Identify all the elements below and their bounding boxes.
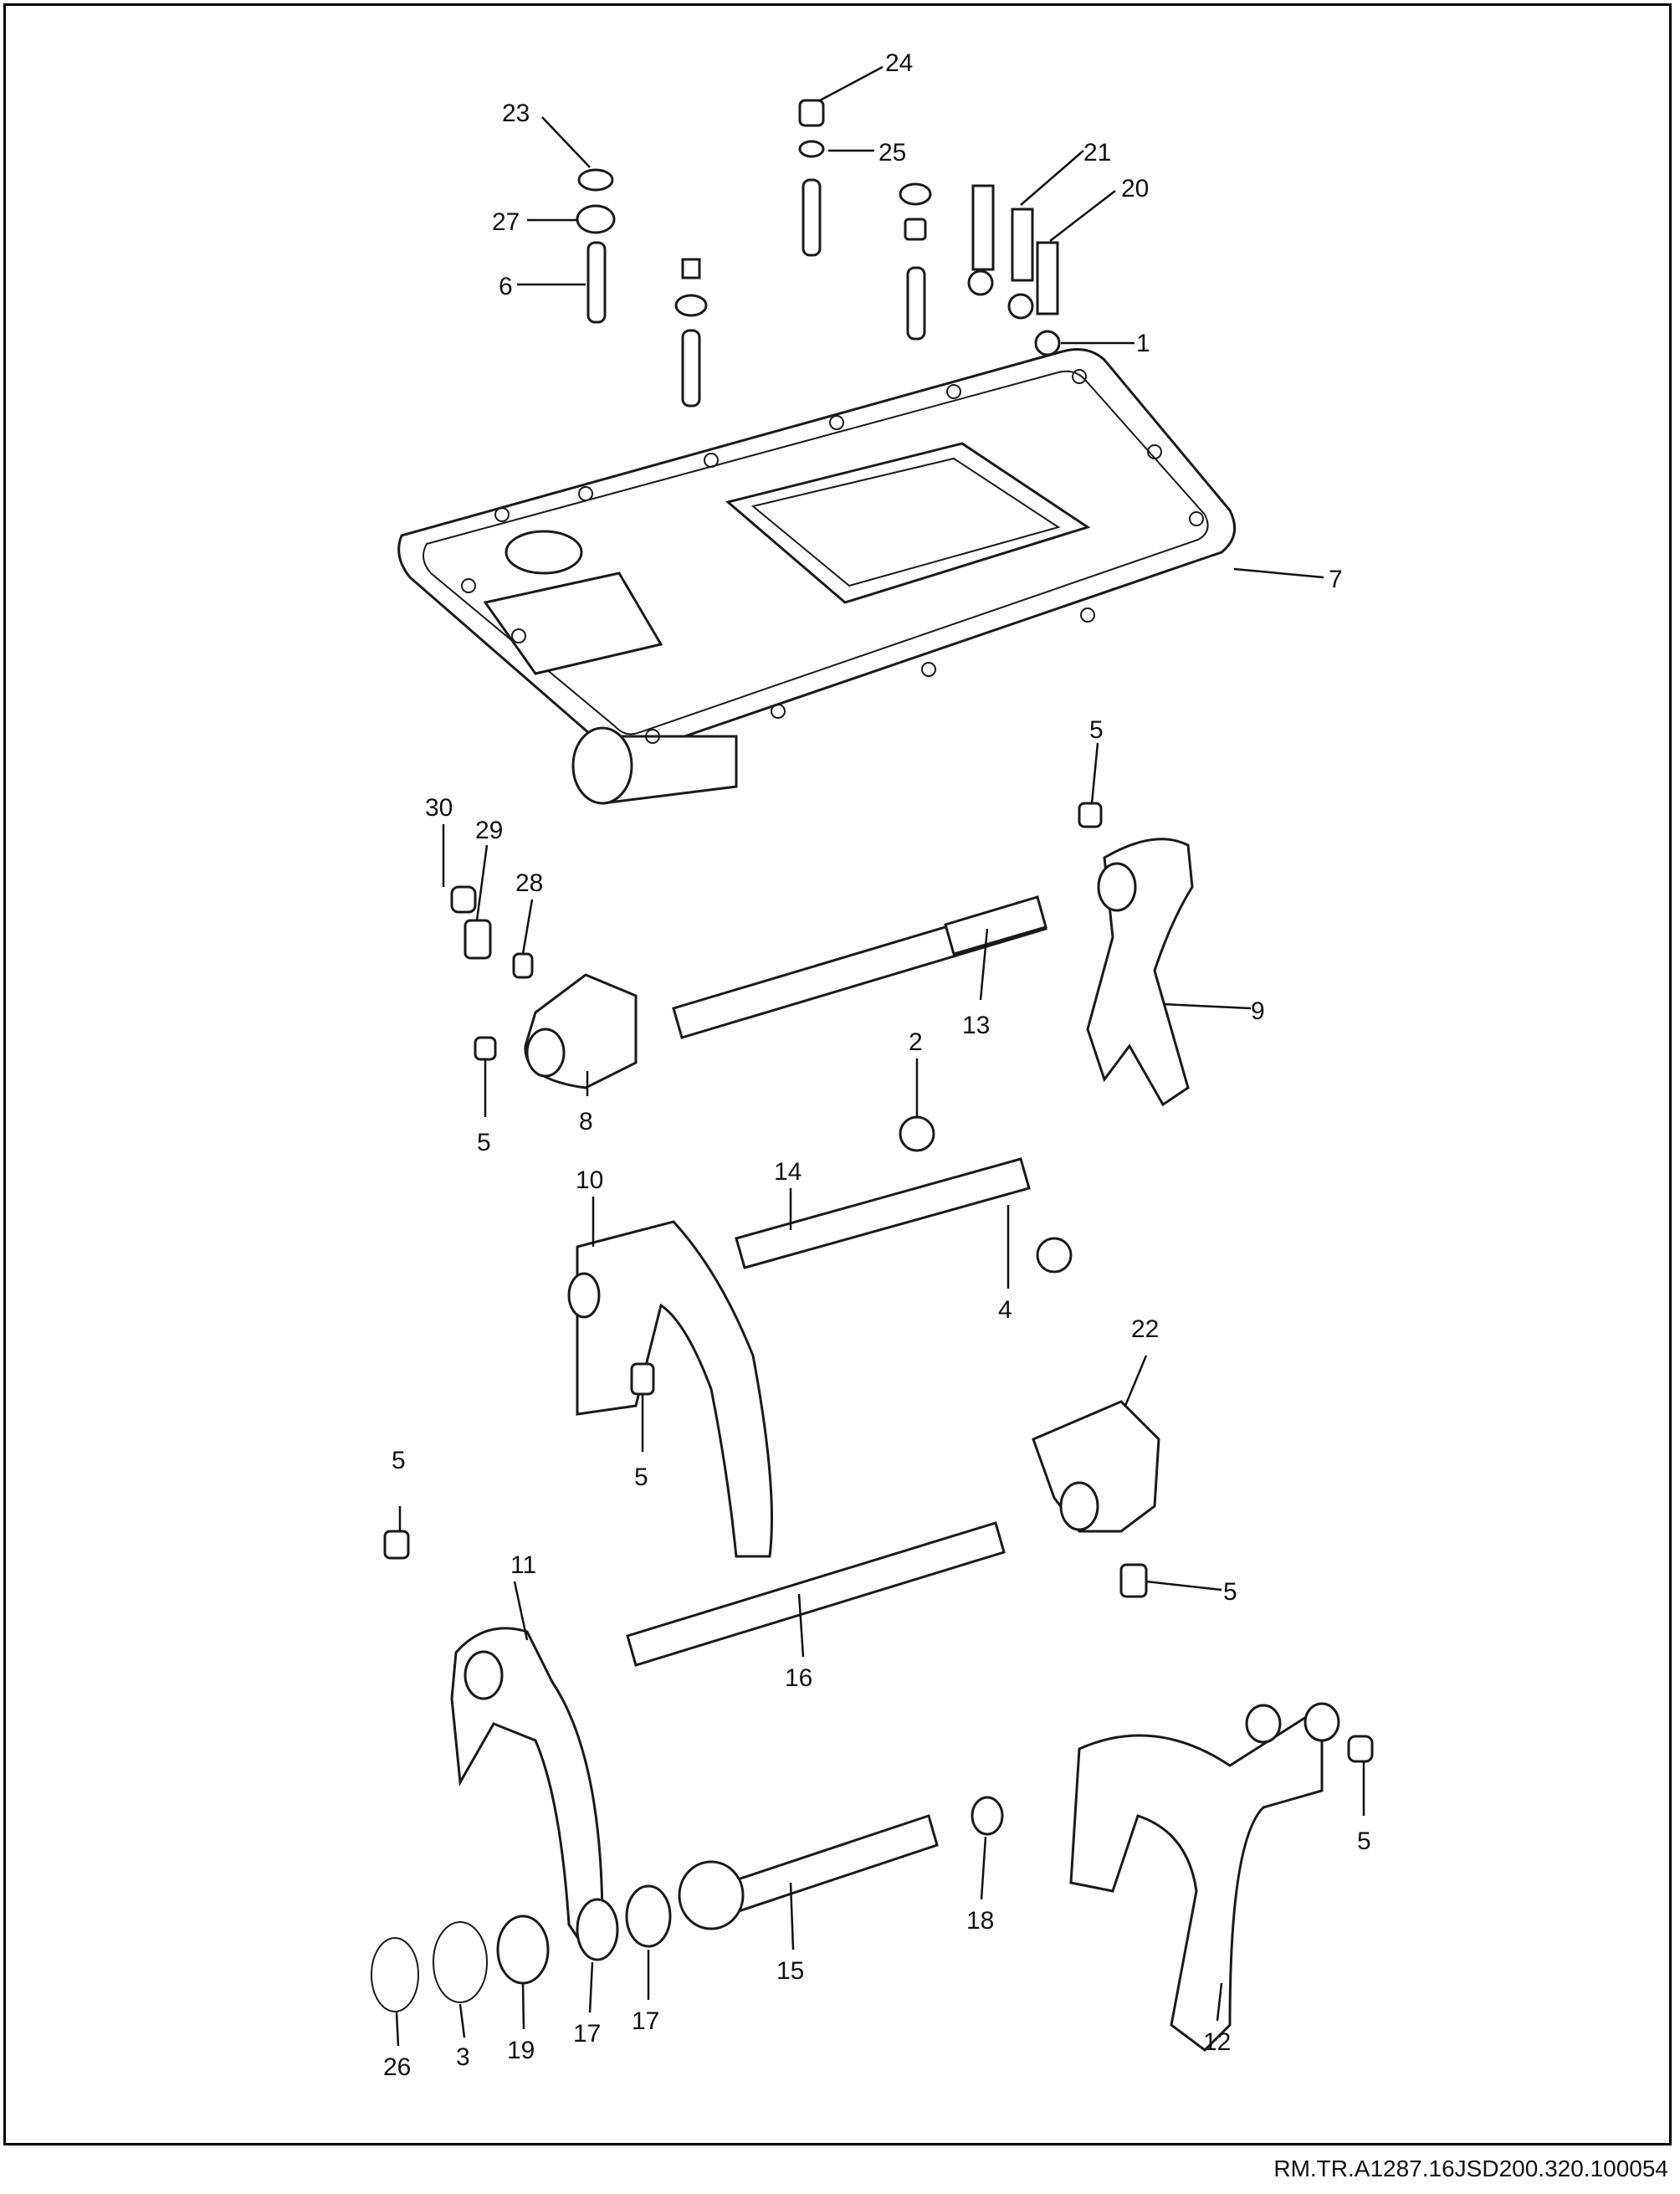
callout-5-top-right: 5	[1089, 716, 1104, 744]
callout-11: 11	[510, 1551, 536, 1579]
callout-17-right: 17	[632, 2007, 659, 2035]
callout-25: 25	[878, 139, 906, 167]
exploded-parts-diagram: 23 27 6 24 25 21 20 1 7 5 30 29 28 9 13 …	[371, 49, 1374, 2081]
callout-22: 22	[1131, 1315, 1159, 1343]
callout-1: 1	[1136, 330, 1150, 357]
callout-5-fork-22: 5	[1223, 1578, 1237, 1606]
callout-9: 9	[1251, 997, 1265, 1025]
top-fasteners	[576, 99, 1061, 408]
callout-18: 18	[966, 1907, 994, 1935]
callout-10: 10	[576, 1166, 603, 1194]
callout-5-left: 5	[392, 1447, 406, 1474]
callout-27: 27	[492, 208, 520, 236]
callout-26: 26	[383, 2053, 411, 2081]
callout-13: 13	[962, 1012, 990, 1039]
callout-16: 16	[785, 1664, 812, 1692]
callout-5-mid-left: 5	[477, 1129, 491, 1156]
callout-29: 29	[475, 817, 503, 844]
callout-12: 12	[1203, 2028, 1231, 2056]
callout-20: 20	[1121, 175, 1149, 202]
document-code: RM.TR.A1287.16JSD200.320.100054	[1273, 2156, 1668, 2181]
callout-6: 6	[499, 273, 513, 300]
callout-15: 15	[776, 1957, 804, 1985]
gearbox-cover	[397, 348, 1237, 805]
callout-2: 2	[909, 1028, 923, 1056]
callout-21: 21	[1083, 139, 1111, 167]
shift-rail-16-group	[383, 1400, 1160, 1952]
callout-3: 3	[456, 2043, 470, 2071]
callout-28: 28	[515, 869, 543, 897]
callout-23: 23	[502, 100, 530, 127]
shift-rail-14-group	[567, 1115, 1073, 1558]
callout-5-fork-10: 5	[634, 1464, 648, 1491]
callout-labels: 23 27 6 24 25 21 20 1 7 5 30 29 28 9 13 …	[383, 49, 1371, 2081]
callout-7: 7	[1329, 566, 1343, 593]
callout-19: 19	[507, 2037, 535, 2064]
callout-24: 24	[885, 49, 913, 77]
callout-17-left: 17	[573, 2020, 601, 2048]
leader-lines	[395, 65, 1365, 2047]
callout-8: 8	[579, 1108, 593, 1135]
callout-30: 30	[425, 794, 453, 822]
shift-rail-15-group	[371, 1702, 1374, 2052]
shift-rail-13-group	[450, 802, 1194, 1107]
callout-5-bottom-right: 5	[1357, 1827, 1371, 1855]
diagram-frame	[3, 3, 1672, 2145]
callout-4: 4	[998, 1296, 1012, 1324]
callout-14: 14	[774, 1158, 802, 1186]
